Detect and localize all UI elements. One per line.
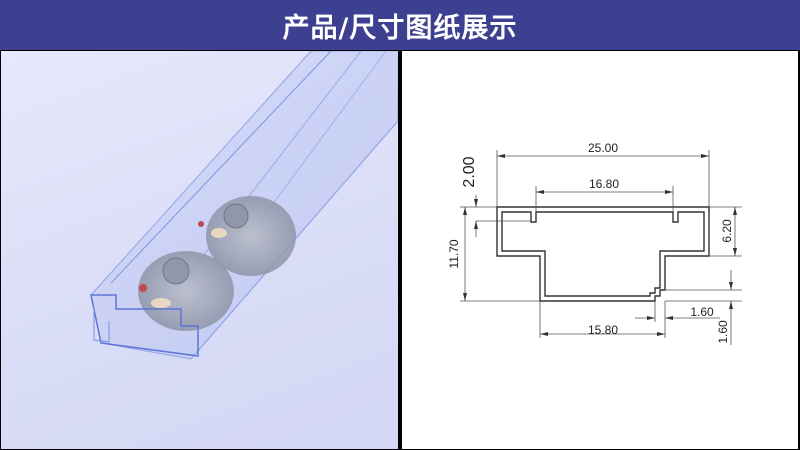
dim-bottom-width: 15.80	[588, 323, 618, 337]
dimension-drawing-panel: 25.00 16.80 15.80 1.60 2.00 11.70 6.20 1…	[402, 51, 798, 449]
page-title: 产品/尺寸图纸展示	[282, 12, 518, 44]
dim-inner-slot-width: 16.80	[589, 177, 619, 191]
dim-total-height: 11.70	[447, 239, 461, 268]
dimension-drawing: 25.00 16.80 15.80 1.60 2.00 11.70 6.20 1…	[447, 141, 742, 345]
dim-lip-height: 2.00	[461, 156, 478, 187]
dim-step-width: 1.60	[690, 305, 714, 319]
product-photo	[90, 51, 398, 360]
page-header: 产品/尺寸图纸展示	[0, 0, 800, 50]
dim-top-section-height: 6.20	[720, 219, 734, 243]
product-photo-panel	[1, 51, 398, 449]
dim-overall-width: 25.00	[588, 141, 618, 155]
dim-step-height: 1.60	[716, 320, 730, 344]
